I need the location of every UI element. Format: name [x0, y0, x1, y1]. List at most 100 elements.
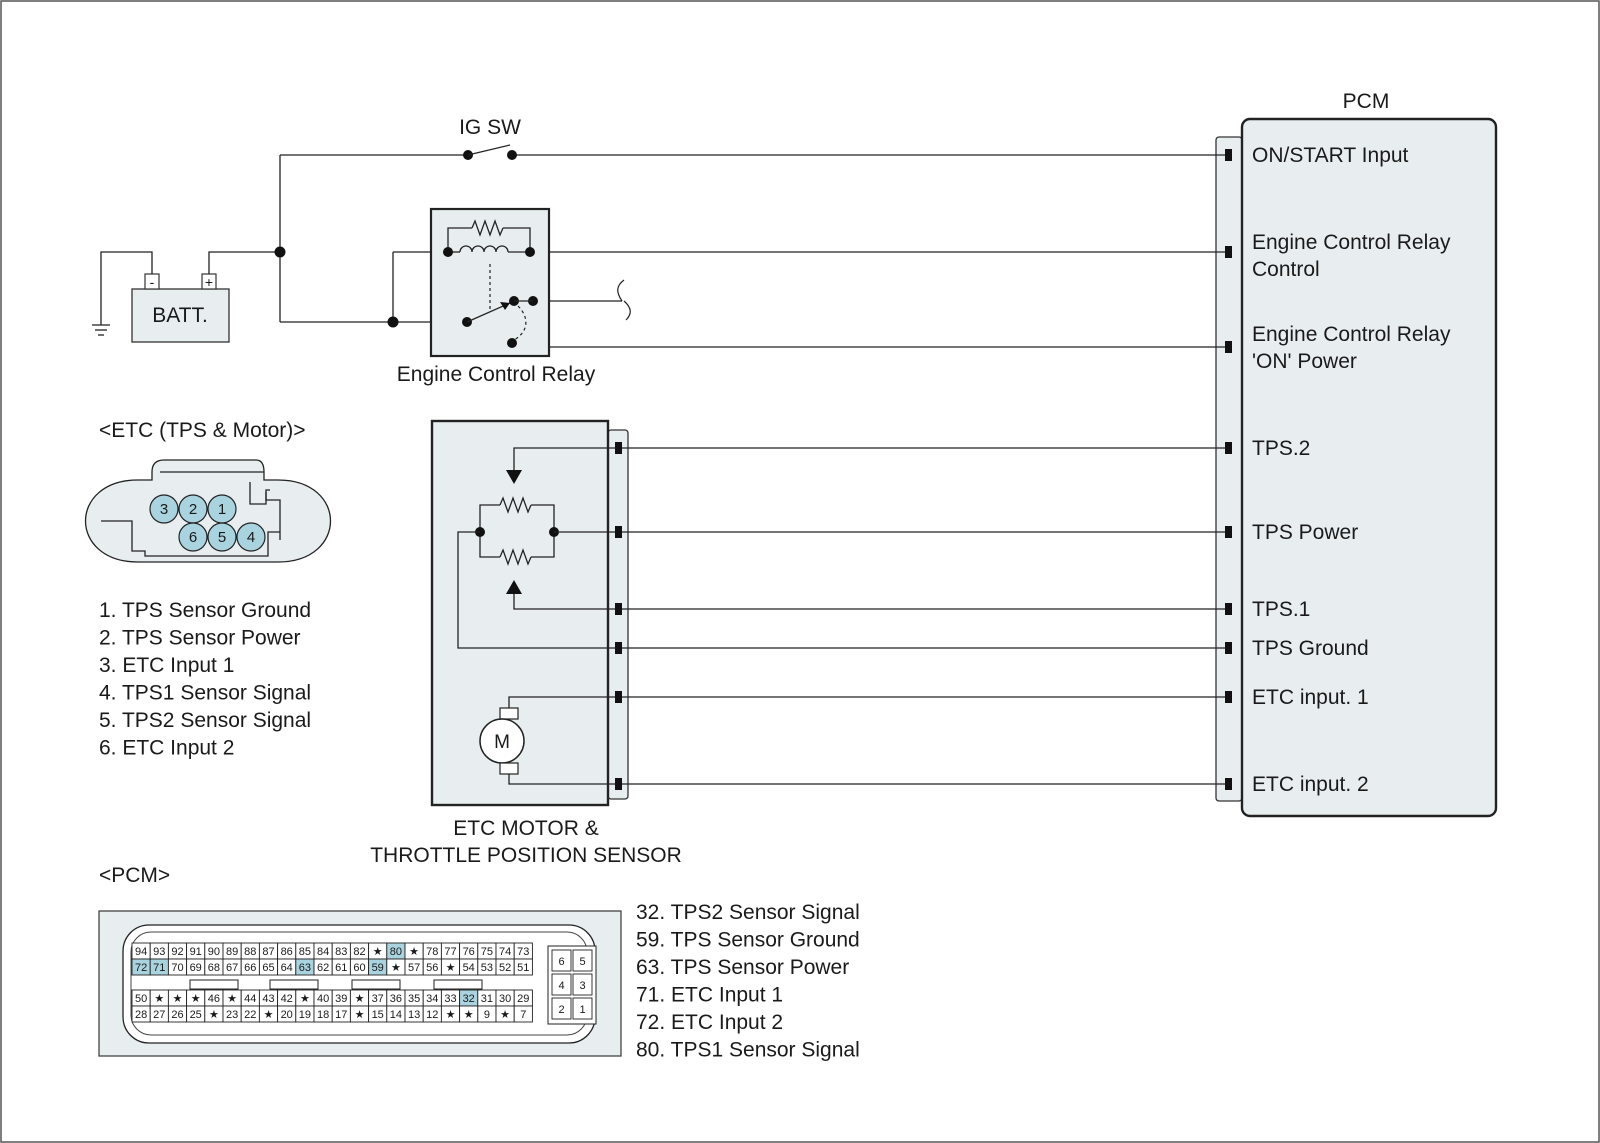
ig-sw-label: IG SW [459, 116, 521, 139]
etc-terminal-markers [615, 442, 622, 790]
etc-terminal-marker [615, 526, 622, 538]
pcm-legend-item: 80. TPS1 Sensor Signal [636, 1039, 860, 1062]
engine-control-relay: Engine Control Relay [397, 207, 596, 386]
pcm-connector-cell-number: ★ [355, 1009, 365, 1021]
pcm-body [1240, 117, 1498, 818]
ignition-switch: IG SW [459, 116, 521, 160]
etc-terminal-marker [615, 691, 622, 703]
pcm-connector-cell-number: 90 [208, 946, 220, 958]
pcm-connector-cell-number: ★ [173, 993, 183, 1005]
pcm-terminal-marker [1225, 603, 1232, 615]
etc-label-line2: THROTTLE POSITION SENSOR [370, 844, 682, 867]
etc-legend-item: 3. ETC Input 1 [99, 654, 234, 677]
pcm-connector-cell-number: ★ [500, 1009, 510, 1021]
pcm-side-pin [572, 949, 593, 972]
pcm-connector-cell-number: 51 [517, 962, 529, 974]
pcm-terminal-label: ETC input. 1 [1252, 686, 1369, 709]
pcm-connector-cell-number: ★ [191, 993, 201, 1005]
pcm-legend-item: 71. ETC Input 1 [636, 984, 783, 1007]
etc-connector-pin-number: 5 [218, 529, 226, 546]
pcm-side-pin-number: 2 [558, 1004, 564, 1016]
relay-label: Engine Control Relay [397, 363, 596, 386]
pcm-side-pin-number: 5 [579, 956, 585, 968]
pcm-terminal-marker [1225, 691, 1232, 703]
etc-connector-pin [207, 522, 237, 552]
pcm-connector-cell-number: 87 [262, 946, 274, 958]
pcm-connector-title: <PCM> [99, 864, 170, 887]
pcm-connector-cell-number: 37 [372, 993, 384, 1005]
pcm-terminal-label: ON/START Input [1252, 144, 1409, 167]
pcm-legend-item: 72. ETC Input 2 [636, 1011, 783, 1034]
pcm-connector-cell-number: 73 [517, 946, 529, 958]
pcm-connector-cell-number: ★ [227, 993, 237, 1005]
pcm-terminal-marker [1225, 341, 1232, 353]
etc-terminal-marker [615, 603, 622, 615]
pcm-title: PCM [1343, 90, 1390, 113]
pcm-connector-cell-number: 85 [299, 946, 311, 958]
pcm-terminal-label: Engine Control Relay [1252, 323, 1451, 346]
etc-terminal-marker [615, 642, 622, 654]
etc-legend-item: 1. TPS Sensor Ground [99, 599, 311, 622]
motor-label: M [494, 732, 510, 753]
pcm-connector-cell-number: ★ [264, 1009, 274, 1021]
pcm-connector-cell-number: 50 [135, 993, 147, 1005]
pcm-terminal-marker [1225, 149, 1232, 161]
etc-connector-pin [236, 522, 266, 552]
pcm-connector-cell-number: 39 [335, 993, 347, 1005]
etc-connector-pin [149, 494, 179, 524]
pcm-connector-cell-number: 62 [317, 962, 329, 974]
pcm-terminal-label: TPS Ground [1252, 637, 1369, 660]
pcm-connector-cell-number: ★ [300, 993, 310, 1005]
etc-legend-item: 2. TPS Sensor Power [99, 627, 301, 650]
pcm-connector-cell-number: 59 [372, 962, 384, 974]
pcm-connector-cell-number: 88 [244, 946, 256, 958]
etc-motor-tps: M ETC MOTOR & THROTTLE POSITION SENSOR [370, 419, 682, 867]
pcm-connector-cell-number: ★ [391, 962, 401, 974]
pcm-connector-cell-number: 94 [135, 946, 147, 958]
etc-connector-pin-number: 1 [218, 501, 226, 518]
pcm-connector-cell-number: 23 [226, 1009, 238, 1021]
pcm-connector-cell-number: 17 [335, 1009, 347, 1021]
pcm-connector-cell-number: 12 [426, 1009, 438, 1021]
etc-connector-pin-number: 3 [160, 501, 168, 518]
pcm-connector-cell-number: 35 [408, 993, 420, 1005]
pcm-connector-cell-number: 68 [208, 962, 220, 974]
pcm-connector-cell-number: 69 [190, 962, 202, 974]
pcm-connector-cell-number: 53 [481, 962, 493, 974]
pcm-terminal-label: TPS.1 [1252, 598, 1310, 621]
pcm-terminal-label: TPS Power [1252, 521, 1358, 544]
battery-label: BATT. [152, 304, 208, 327]
pcm-connector-cell-number: 57 [408, 962, 420, 974]
battery: - + BATT. [131, 273, 230, 343]
pcm-connector-cell-number: ★ [409, 946, 419, 958]
pcm-connector-cell-number: 86 [281, 946, 293, 958]
etc-legend-item: 4. TPS1 Sensor Signal [99, 682, 311, 705]
pcm-terminal-label: 'ON' Power [1252, 350, 1357, 373]
pcm-connector-cell-number: 61 [335, 962, 347, 974]
pcm-connector-cell-number: 75 [481, 946, 493, 958]
pcm-connector-cell-number: 14 [390, 1009, 402, 1021]
pcm-side-pin [572, 973, 593, 996]
pcm-connector-cell-number: 22 [244, 1009, 256, 1021]
pcm-connector-cell-number: 66 [244, 962, 256, 974]
pcm-side-pin-number: 6 [558, 956, 564, 968]
pcm-connector-cell-number: ★ [154, 993, 164, 1005]
pcm-connector-cell-number: 84 [317, 946, 329, 958]
pcm-terminal-label: Engine Control Relay [1252, 231, 1451, 254]
power-wiring [208, 154, 1228, 348]
pcm-connector-cell-number: 20 [281, 1009, 293, 1021]
battery-pos-sign: + [205, 274, 213, 290]
pcm-connector-cell [513, 1005, 533, 1023]
etc-connector-pin-number: 4 [247, 529, 255, 546]
pcm-connector-cell-number: 65 [262, 962, 274, 974]
pcm-connector-cell-number: 70 [171, 962, 183, 974]
etc-connector-title: <ETC (TPS & Motor)> [99, 419, 306, 442]
pcm-legend-item: 32. TPS2 Sensor Signal [636, 901, 860, 924]
pcm-connector-cell-number: 28 [135, 1009, 147, 1021]
